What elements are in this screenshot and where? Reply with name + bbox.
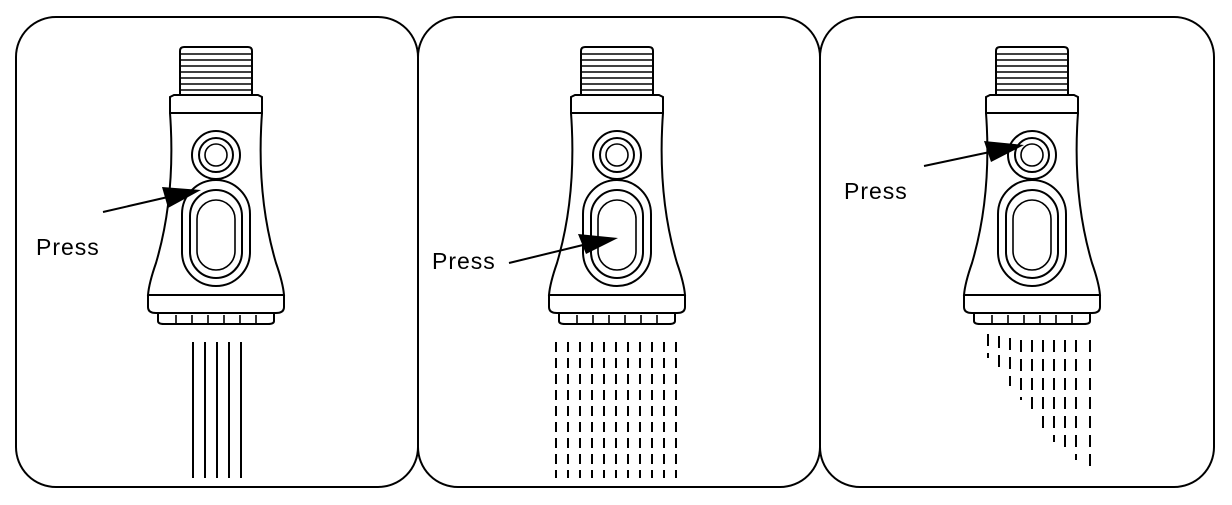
arrow-icon	[508, 234, 618, 264]
arrow-icon	[923, 141, 1024, 167]
panel-stream: Press	[15, 16, 419, 488]
sprayer-head-icon	[147, 46, 285, 325]
water-stream-icon	[987, 334, 1091, 470]
panel-sweep: Press	[819, 16, 1215, 488]
arrow-icon	[102, 187, 201, 213]
panel-frame	[819, 16, 1215, 488]
sprayer-head-icon	[548, 46, 686, 325]
press-label: Press	[844, 178, 908, 204]
press-label: Press	[432, 248, 496, 274]
water-stream-icon	[555, 342, 677, 478]
water-stream-icon	[192, 342, 242, 478]
sprayer-head-icon	[963, 46, 1101, 325]
panel-spray: Press	[417, 16, 821, 488]
press-label: Press	[36, 234, 100, 260]
